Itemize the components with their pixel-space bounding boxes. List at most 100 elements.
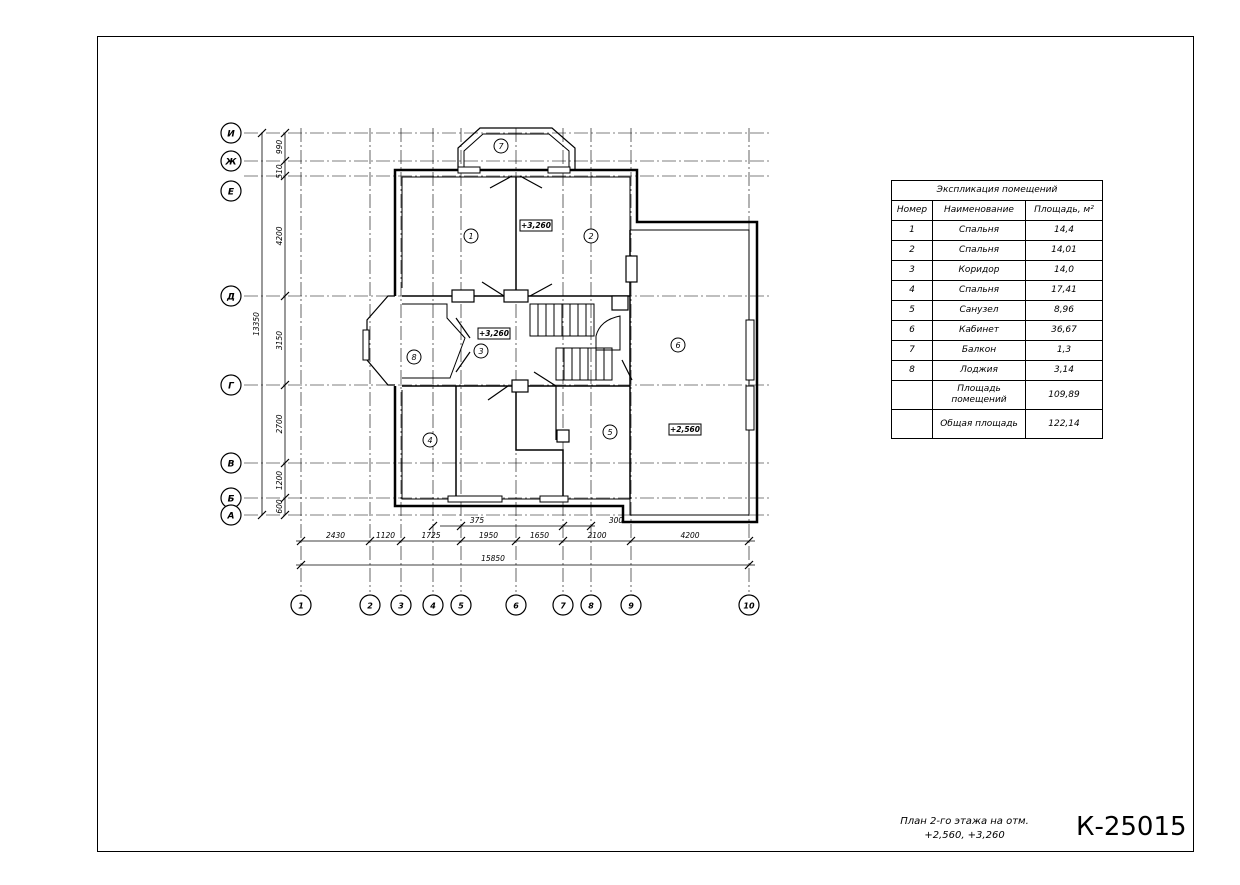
dim-tick [296,536,306,546]
dim-tick [257,510,267,520]
window [362,329,370,361]
room-name-cell: Спальня [932,240,1026,261]
dim-tick [280,493,290,503]
room-area-cell: 3,14 [1025,360,1103,381]
level-box [668,423,702,436]
dim-tick [626,536,636,546]
col-area-header: Площадь, м² [1025,200,1103,221]
balcony-inner [463,133,570,170]
dim-label: 4200 [275,226,284,245]
room-name-cell: Санузел [932,300,1026,321]
dim-label: 990 [275,140,284,155]
axis-bubble [422,594,444,616]
axis-label: И [227,130,235,140]
dim-tick [280,458,290,468]
axis-label: 4 [429,602,436,611]
room-marker [602,424,618,440]
dim-tick [280,510,290,520]
room-area-cell: 36,67 [1025,320,1103,341]
room-area-cell: 14,0 [1025,260,1103,281]
post [611,295,629,311]
post [503,289,529,303]
room-number: 2 [588,232,593,241]
axis-label: Е [228,188,235,198]
dim-label: 1950 [479,531,498,540]
inner-wall-line [401,176,750,516]
dim-tick [365,536,375,546]
axis-bubble [738,594,760,616]
axis-label: 1 [298,602,304,611]
summary-name-cell: Площадь помещений [932,380,1026,410]
table-caption: Экспликация помещений [891,180,1103,200]
summary-area-cell: 109,89 [1025,380,1103,410]
room-number-cell: 2 [891,240,933,261]
dim-tick [280,380,290,390]
dim-tick [744,536,754,546]
door-leaf [621,359,633,381]
axis-bubble [620,594,642,616]
door-leaf [487,385,509,401]
dim-tick [280,291,290,301]
dim-tick [280,128,290,138]
summary-name-cell: Общая площадь [932,409,1026,439]
axis-bubble [552,594,574,616]
axis-label: 8 [588,602,594,611]
room-number-cell: 1 [891,220,933,241]
post [511,379,529,393]
room-number: 5 [607,428,612,437]
room-marker [422,432,438,448]
room-schedule-table: Экспликация помещений Номер Наименование… [891,180,1103,439]
room-number: 1 [468,232,473,241]
axis-bubble [450,594,472,616]
room-number: 8 [411,353,416,362]
dim-tick [511,536,521,546]
drawing-frame [97,36,1194,852]
dim-total: 15850 [481,554,505,563]
door-leaf [533,371,557,387]
level-text: +3,260 [521,221,551,230]
axis-label: В [228,460,235,470]
post [451,289,475,303]
dim-tick [558,521,568,531]
summary-blank-cell [891,409,933,439]
level-box [477,327,511,340]
summary-blank-cell [891,380,933,410]
level-marks: +3,260+3,260+2,560 [477,219,702,436]
dim-tick [586,521,596,531]
dim-tick [280,156,290,166]
dim-label: 1650 [530,531,549,540]
room-number: 4 [427,436,432,445]
table-header-row: Номер Наименование Площадь, м² [891,200,1103,221]
room-number-cell: 7 [891,340,933,361]
stair-landing [595,315,621,351]
dim-label: 2700 [275,414,284,433]
title-line-1: План 2-го этажа на отм. [900,816,1029,827]
dim-label: 1120 [376,531,395,540]
dim-label: 375 [470,516,485,525]
axis-label: Б [228,495,235,505]
axis-label: 2 [367,602,373,611]
axis-bubble [220,452,242,474]
axis-label: 10 [743,602,755,611]
level-text: +2,560 [670,425,700,434]
dim-label: 2430 [326,531,345,540]
axis-bubble [390,594,412,616]
balcony-wall [457,127,576,170]
walls [362,127,759,524]
axis-bubble [359,594,381,616]
window [547,166,571,174]
dim-tick [456,521,466,531]
axis-label: Г [228,382,235,392]
